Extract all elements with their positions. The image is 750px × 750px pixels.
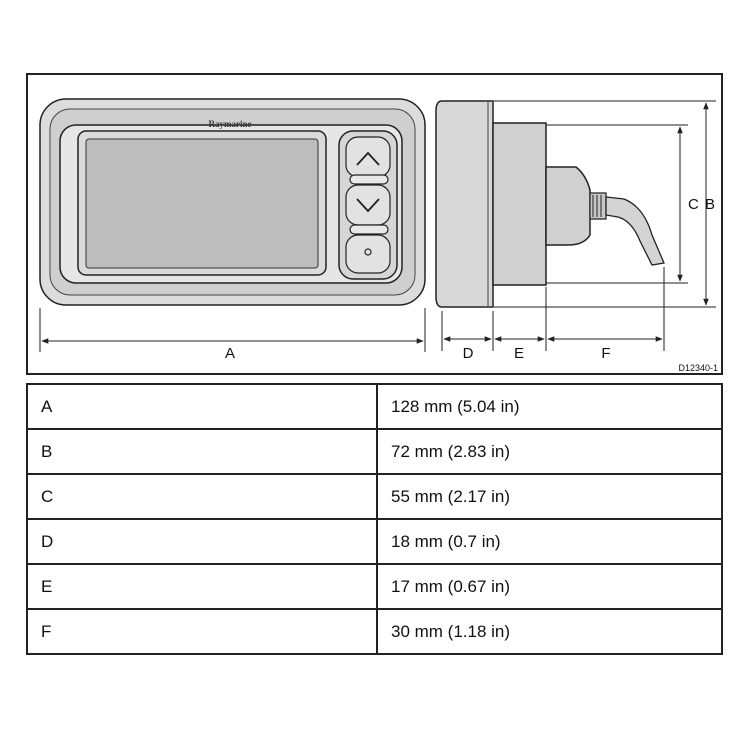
label-d: D bbox=[463, 345, 474, 362]
dimension-value-cell: 72 mm (2.83 in) bbox=[376, 428, 723, 475]
dimension-key-cell: A bbox=[26, 383, 378, 430]
dimension-key-cell: D bbox=[26, 518, 378, 565]
dimension-diagram: Raymarine A bbox=[26, 73, 723, 375]
side-cable bbox=[605, 196, 665, 266]
mid-button-upper bbox=[349, 174, 389, 185]
diagram-drawing: Raymarine A bbox=[39, 98, 718, 373]
dimension-key-cell: E bbox=[26, 563, 378, 610]
side-cable-connector bbox=[589, 192, 607, 220]
up-button bbox=[345, 136, 391, 178]
side-view bbox=[435, 100, 665, 308]
label-c: C bbox=[688, 196, 699, 213]
dimension-value-cell: 30 mm (1.18 in) bbox=[376, 608, 723, 655]
label-a: A bbox=[225, 345, 235, 362]
front-view: Raymarine bbox=[39, 98, 426, 306]
brand-logo: Raymarine bbox=[209, 119, 252, 129]
label-f: F bbox=[601, 345, 610, 362]
side-cable-boot bbox=[545, 166, 591, 246]
dimension-key-cell: C bbox=[26, 473, 378, 520]
power-icon bbox=[364, 248, 372, 256]
dimension-key-cell: B bbox=[26, 428, 378, 475]
side-bezel bbox=[435, 100, 494, 308]
chevron-up-icon bbox=[356, 151, 380, 166]
dimension-b: B bbox=[494, 100, 716, 308]
dimension-value-cell: 128 mm (5.04 in) bbox=[376, 383, 723, 430]
dimension-value-cell: 18 mm (0.7 in) bbox=[376, 518, 723, 565]
chevron-down-icon bbox=[356, 198, 380, 213]
label-b: B bbox=[705, 196, 715, 213]
diagram-reference: D12340-1 bbox=[678, 363, 718, 373]
dimension-a: A bbox=[39, 308, 426, 362]
mid-button-lower bbox=[349, 224, 389, 235]
dimension-value-cell: 17 mm (0.67 in) bbox=[376, 563, 723, 610]
label-e: E bbox=[514, 345, 524, 362]
dimension-def: D E F bbox=[441, 267, 665, 362]
dimension-value-cell: 55 mm (2.17 in) bbox=[376, 473, 723, 520]
power-button bbox=[345, 234, 391, 274]
dimension-key-cell: F bbox=[26, 608, 378, 655]
down-button bbox=[345, 184, 391, 226]
side-body bbox=[492, 122, 547, 286]
screen bbox=[85, 138, 319, 269]
